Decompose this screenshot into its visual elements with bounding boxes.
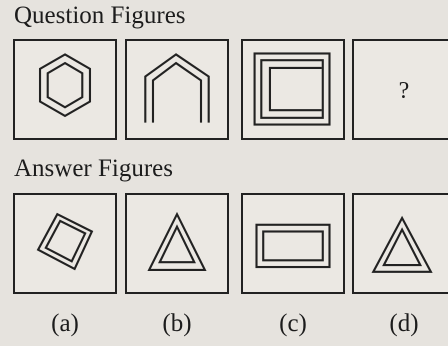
option-label-a: (a)	[51, 310, 79, 337]
answer-figure-c[interactable]	[241, 193, 345, 294]
question-figure-4: ?	[352, 39, 448, 140]
hexagon-icon	[38, 53, 92, 118]
option-label-c: (c)	[279, 310, 307, 337]
option-label-d: (d)	[389, 310, 419, 337]
question-figure-2	[125, 39, 229, 140]
question-figures-heading: Question Figures	[14, 2, 186, 29]
triangle-icon	[371, 215, 433, 273]
question-figure-3	[241, 39, 345, 140]
answer-figures-heading: Answer Figures	[14, 155, 174, 182]
answer-figure-d[interactable]	[352, 193, 448, 294]
option-label-b: (b)	[162, 310, 192, 337]
rectangle-icon	[255, 223, 331, 269]
square-icon	[253, 52, 331, 126]
question-mark: ?	[398, 78, 410, 104]
pentagon-icon	[144, 53, 210, 123]
question-figure-1	[13, 39, 117, 140]
tilted-square-icon	[36, 212, 94, 271]
triangle-icon	[147, 211, 207, 271]
answer-figure-b[interactable]	[125, 193, 229, 294]
answer-figure-a[interactable]	[13, 193, 117, 294]
